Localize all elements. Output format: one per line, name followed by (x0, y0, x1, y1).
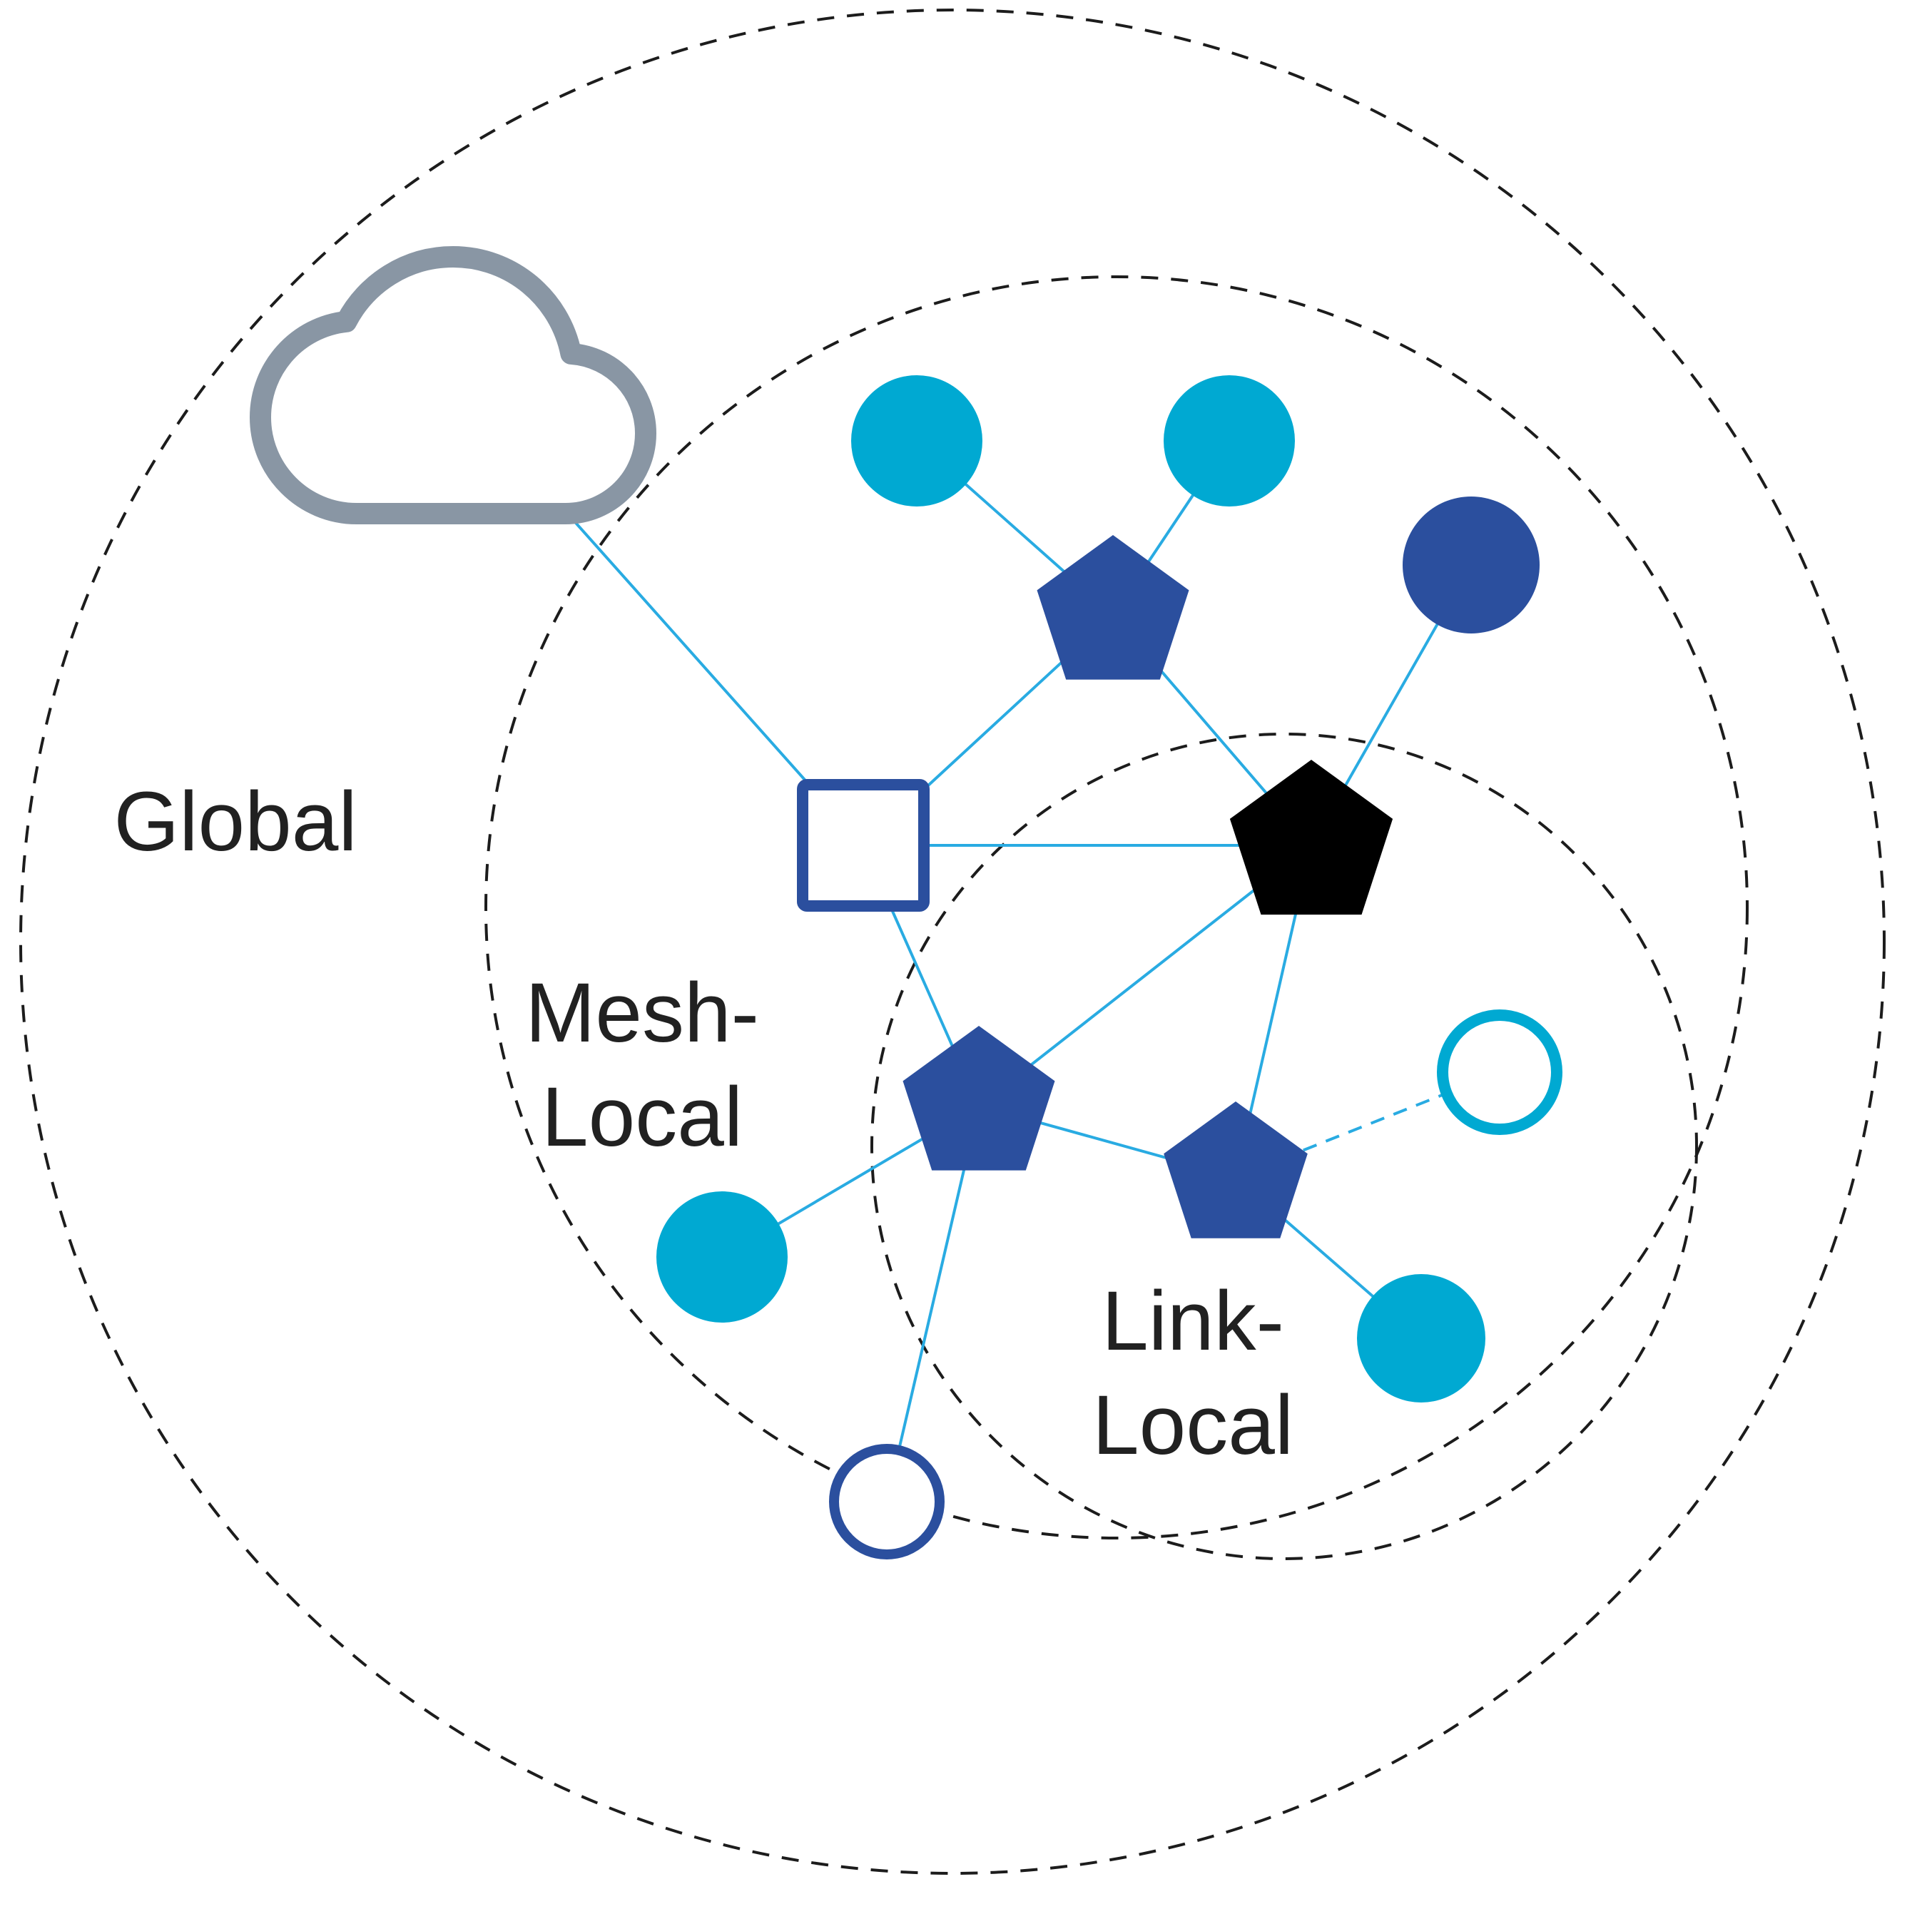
node-leader-router (1229, 760, 1393, 915)
mesh-local-label-line-2: Local (542, 1070, 743, 1164)
link-router-2--unjoined-device-2 (885, 1105, 980, 1502)
global-label-line-1: Global (113, 775, 357, 869)
node-border-router (797, 779, 930, 912)
node-end-device-4 (656, 1191, 788, 1323)
node-router-3 (1164, 1101, 1308, 1238)
node-end-device-2 (1164, 375, 1295, 506)
scope-mesh-local-boundary (484, 275, 1749, 1539)
node-unjoined-device-1 (1437, 1009, 1562, 1135)
scope-link-local-boundary (870, 733, 1698, 1560)
scope-global-boundary (19, 9, 1886, 1875)
node-end-device-1 (851, 375, 982, 506)
node-end-device-3 (1403, 497, 1540, 633)
node-router-2 (903, 1026, 1055, 1171)
node-router-1 (1037, 535, 1189, 680)
link-local-label-line-2: Local (1092, 1378, 1293, 1472)
mesh-local-label-line-1: Mesh- (525, 966, 759, 1060)
node-unjoined-device-2 (829, 1444, 945, 1559)
internet-cloud-icon (250, 246, 656, 524)
node-end-device-5 (1357, 1274, 1485, 1403)
link-local-label-line-1: Link- (1102, 1274, 1284, 1368)
